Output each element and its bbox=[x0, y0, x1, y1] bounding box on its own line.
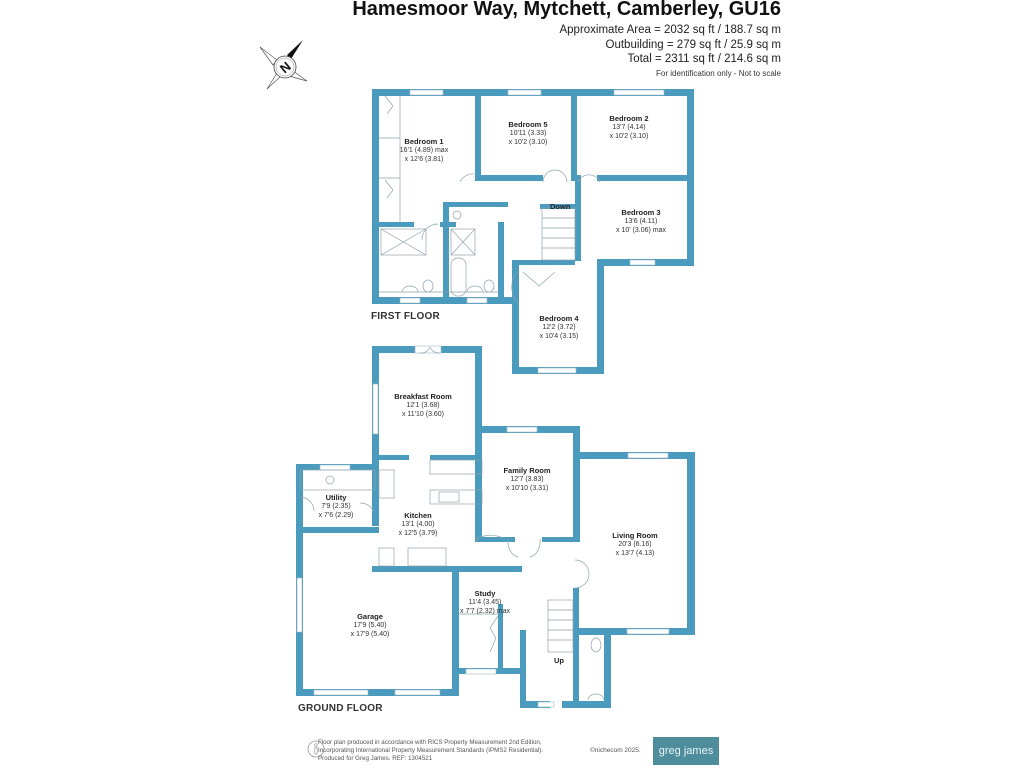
stairs-up-label: Up bbox=[554, 656, 564, 665]
outbuilding-area: Outbuilding = 279 sq ft / 25.9 sq m bbox=[605, 39, 781, 51]
person-info-icon bbox=[307, 740, 325, 758]
total-area: Total = 2311 sq ft / 214.6 sq m bbox=[627, 53, 781, 65]
first-floor-label: FIRST FLOOR bbox=[371, 311, 440, 322]
stairs-down-label: Down bbox=[550, 202, 571, 211]
approximate-area: Approximate Area = 2032 sq ft / 188.7 sq… bbox=[559, 24, 781, 36]
footer-disclaimer: Floor plan produced in accordance with R… bbox=[318, 739, 543, 762]
ground-floor-label: GROUND FLOOR bbox=[298, 703, 383, 714]
north-compass-icon: N bbox=[259, 40, 308, 90]
greg-james-logo: greg james bbox=[653, 737, 719, 765]
scale-disclaimer: For identification only - Not to scale bbox=[656, 69, 781, 78]
copyright-notice: ©nichecom 2025. bbox=[590, 747, 641, 754]
property-title: Hamesmoor Way, Mytchett, Camberley, GU16 bbox=[352, 0, 781, 20]
